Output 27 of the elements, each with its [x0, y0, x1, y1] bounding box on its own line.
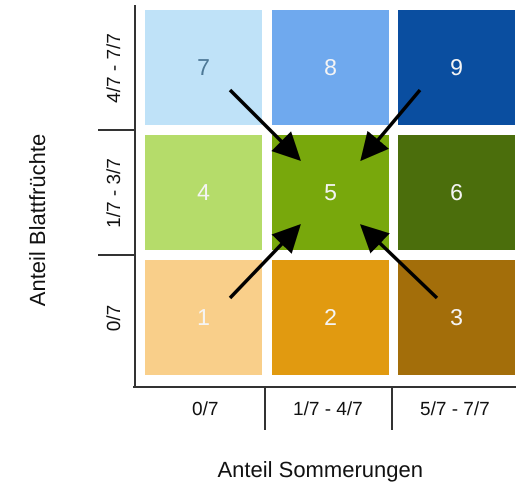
- arrow: [228, 88, 301, 161]
- axis-tick-label: 5/7 - 7/7: [420, 399, 490, 421]
- grid-cell: [145, 10, 262, 125]
- cell-number: 3: [450, 304, 463, 331]
- cell-number: 8: [324, 54, 337, 81]
- cell-number: 9: [450, 54, 463, 81]
- cell-number: 2: [324, 304, 337, 331]
- cell-number: 1: [197, 304, 210, 331]
- grid-cell: [398, 10, 515, 125]
- axis-title: Anteil Sommerungen: [218, 457, 423, 483]
- cell-number: 4: [197, 179, 210, 206]
- grid-cell: [272, 10, 389, 125]
- arrow: [228, 224, 301, 300]
- axis-tick-label: 0/7: [192, 399, 218, 421]
- cell-number: 6: [450, 179, 463, 206]
- cell-number: 7: [197, 54, 210, 81]
- cell-number: 5: [324, 179, 337, 206]
- axis-tick-label: 1/7 - 4/7: [293, 399, 363, 421]
- axis-tick-label: 4/7 - 7/7: [104, 33, 126, 103]
- grid-cell: [398, 135, 515, 250]
- grid-cell: [145, 260, 262, 375]
- axis-tick-label: 1/7 - 3/7: [104, 158, 126, 228]
- grid-cell: [145, 135, 262, 250]
- axis-title: Anteil Blattfrüchte: [25, 134, 52, 306]
- grid-cell: [398, 260, 515, 375]
- axis-tick-label: 0/7: [104, 304, 126, 332]
- grid-cell: [272, 260, 389, 375]
